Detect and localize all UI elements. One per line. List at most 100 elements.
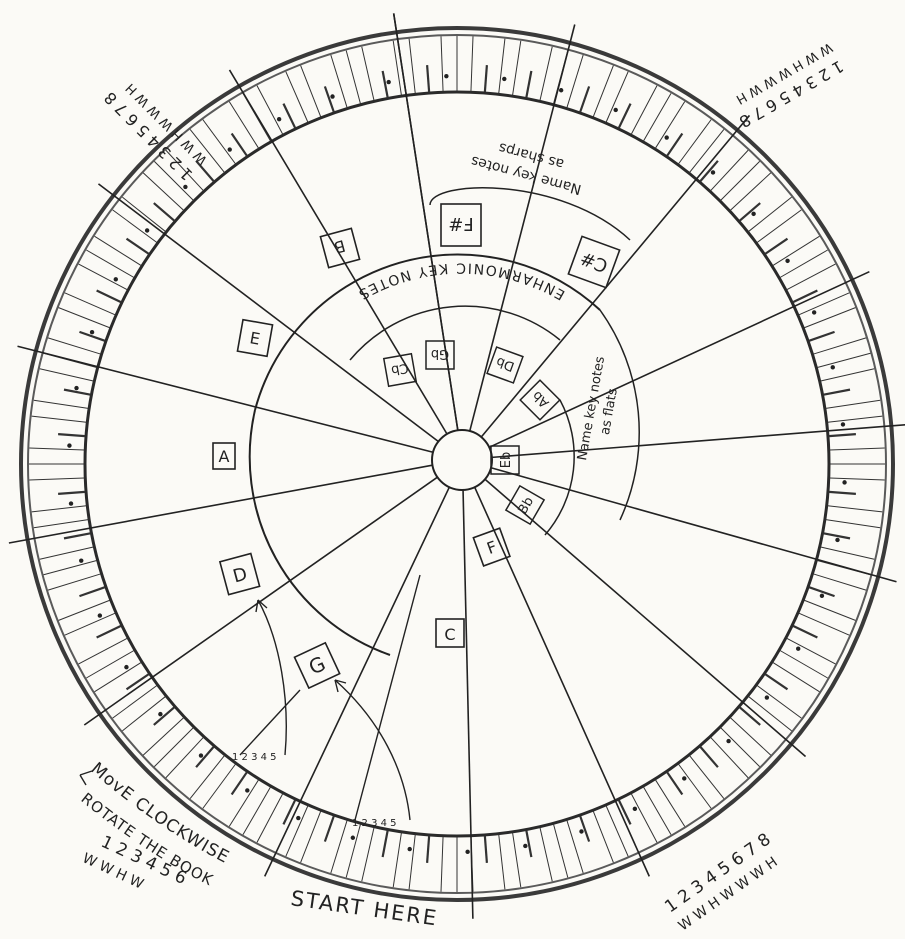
piano-key-line [346,824,360,877]
sector-line [84,477,437,725]
piano-key-line [829,434,856,436]
piano-key-line [86,651,134,679]
scale-dot [277,117,281,121]
scale-dot [820,594,824,598]
piano-key-line [393,833,401,887]
piano-key-line [580,86,589,111]
scale-dot [559,88,563,92]
piano-key-line [711,737,748,777]
key-A-box: A [213,443,235,469]
enharmonic-key-label: Bb [516,495,538,517]
piano-key-line [29,478,84,480]
piano-key-line [644,93,672,141]
piano-key-line [540,47,552,101]
key-D-box: D [220,553,260,594]
piano-key-line [283,104,295,128]
piano-key-line [655,780,684,827]
counter-top-left: 1 2 3 4 5 6 7 8 W W H W W W H [100,74,210,184]
piano-key-line [59,308,110,328]
piano-key-line [813,574,866,590]
piano-key-line [826,520,880,528]
scale-dot [682,776,686,780]
sector-line [463,490,473,919]
scale-dot [523,844,527,848]
piano-key-line [331,55,347,108]
piano-key-line [773,236,820,265]
piano-key-line [427,836,429,863]
key-A-label: A [219,447,230,466]
piano-key-line [325,816,334,841]
piano-key-line [580,816,589,841]
piano-key-line [773,662,820,691]
piano-key-line [58,492,85,494]
piano-key-line [793,626,817,638]
piano-key-line [485,65,487,92]
piano-key-line [828,416,883,422]
scale-dot [67,443,71,447]
piano-key-line [780,250,828,278]
piano-key-line [283,800,295,824]
piano-key-line [196,747,214,767]
piano-key-line [143,718,183,755]
key-G-box: G [295,643,340,688]
piano-key-line [48,338,101,354]
piano-key-line [79,264,128,290]
scale-dot [465,850,469,854]
piano-key-line [154,203,174,221]
scale-dot [124,665,128,669]
piano-key-line [793,290,817,302]
piano-key-line [64,533,91,538]
enharmonic-key-label: Ab [530,388,553,411]
piano-key-line [813,338,866,354]
piano-key-line [44,561,97,575]
piano-key-line [667,772,682,794]
scale-dot [69,501,73,505]
piano-key-line [40,547,94,559]
piano-key-line [32,506,87,512]
piano-key-line [817,353,870,367]
piano-key-line [441,837,443,892]
piano-key-line [780,651,828,679]
scale-dot [841,422,845,426]
counter-top-right: 1 2 3 4 5 6 7 8 W W H W W W H [726,39,847,131]
piano-key-line [79,587,104,596]
piano-key-line [809,332,834,341]
piano-key-line [97,626,121,638]
piano-key-line [58,434,85,436]
sector-line [492,424,905,457]
piano-key-line [554,824,568,877]
piano-key-line [655,102,684,149]
scale-dot [296,816,300,820]
scale-dot [842,480,846,484]
scale-dot [711,170,715,174]
piano-key-line [804,600,855,620]
piano-key-line [40,369,94,381]
scale-dot [158,712,162,716]
enharmonic-key-label: Eb [499,452,514,468]
scale-dot [751,212,755,216]
piano-key-line [667,134,682,156]
piano-key-line [804,308,855,328]
piano-key-line [830,478,885,480]
scale-dot [386,80,390,84]
scale-dot [79,558,83,562]
piano-key-line [232,772,247,794]
scale-dot [579,829,583,833]
piano-key-line [567,820,583,873]
enharmonic-key-Eb: Eb [491,446,519,474]
key-Csharp-label: C# [578,247,611,276]
piano-key-line [721,161,760,200]
piano-key-line [765,674,787,689]
piano-key-line [362,47,374,101]
key-E-box: E [237,320,272,357]
piano-key-line [127,239,149,254]
piano-key-line [823,533,850,538]
enharmonic-label: ENHARMONIC KEY NOTES [354,259,568,302]
piano-key-line [190,756,224,799]
enharmonic-key-label: Cb [390,360,410,378]
scale-dot [665,135,669,139]
piano-key-line [765,239,787,254]
key-F-box: F [473,528,510,566]
piano-key-line [79,638,128,664]
key-B-label: B [332,236,348,257]
